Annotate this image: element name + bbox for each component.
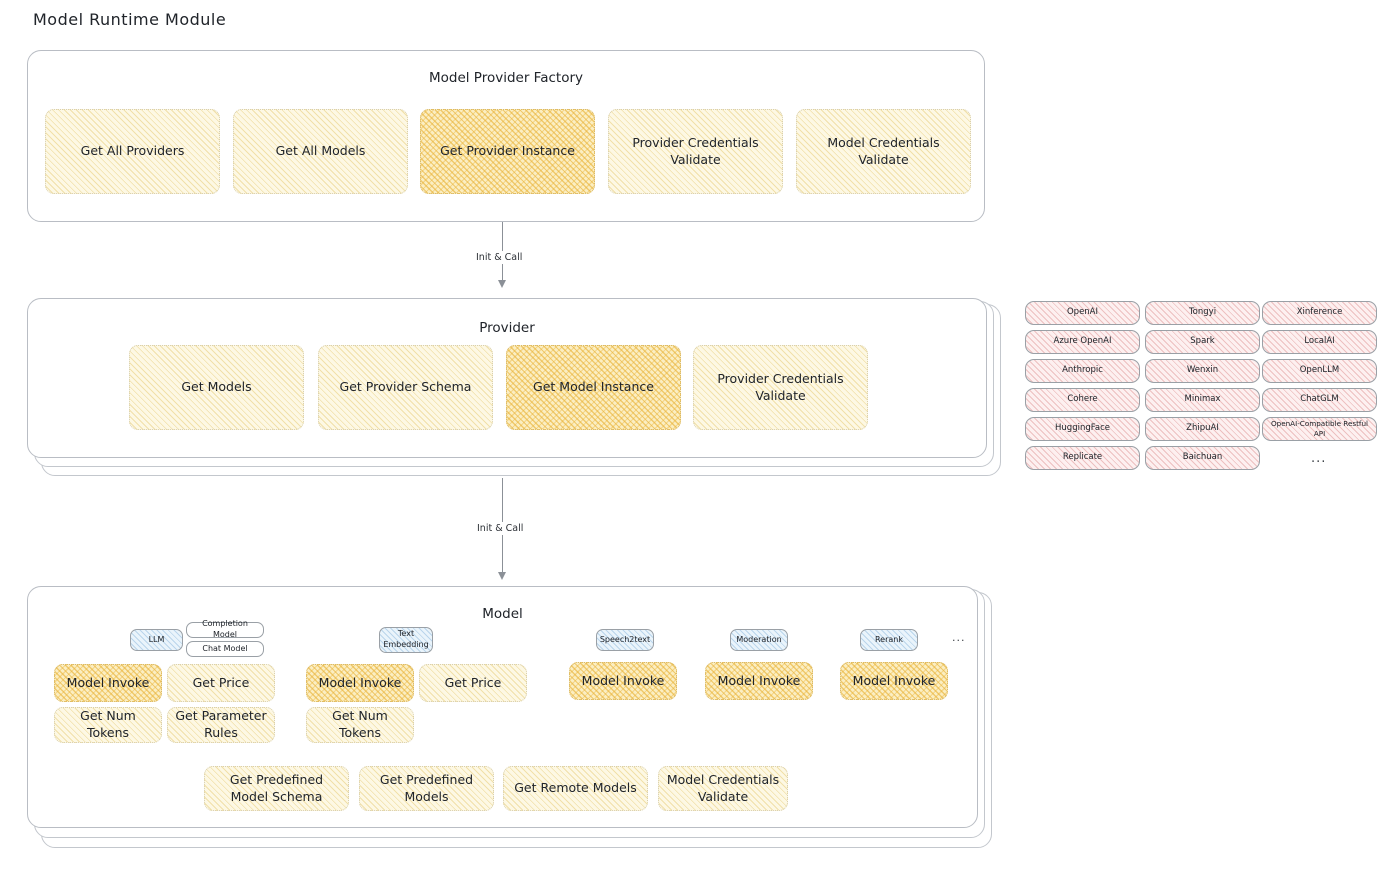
node-get-predefined-models[interactable]: Get Predefined Models [359, 766, 494, 811]
model-card: Model LLM Completion Model Chat Model Mo… [27, 586, 978, 828]
arrow-provider-to-model-label: Init & Call [473, 522, 528, 535]
provider-chip-openllm[interactable]: OpenLLM [1262, 359, 1377, 383]
factory-title: Model Provider Factory [428, 70, 583, 86]
node-llm-get-parameter-rules[interactable]: Get Parameter Rules [167, 707, 275, 743]
node-provider-credentials-validate-2[interactable]: Provider Credentials Validate [693, 345, 868, 430]
node-get-provider-schema[interactable]: Get Provider Schema [318, 345, 493, 430]
model-title: Model [482, 606, 523, 622]
provider-list-more-ellipsis: ... [1311, 451, 1327, 466]
node-get-all-models[interactable]: Get All Models [233, 109, 408, 194]
provider-chip-xinference[interactable]: Xinference [1262, 301, 1377, 325]
badge-text-embedding[interactable]: Text Embedding [379, 627, 433, 653]
badge-rerank[interactable]: Rerank [860, 629, 918, 651]
node-llm-get-price[interactable]: Get Price [167, 664, 275, 702]
node-llm-get-num-tokens[interactable]: Get Num Tokens [54, 707, 162, 743]
provider-chip-localai[interactable]: LocalAI [1262, 330, 1377, 354]
provider-chip-baichuan[interactable]: Baichuan [1145, 446, 1260, 470]
badge-chat-model[interactable]: Chat Model [186, 641, 264, 657]
model-provider-factory-card: Model Provider Factory Get All Providers… [27, 50, 985, 222]
node-get-predefined-model-schema[interactable]: Get Predefined Model Schema [204, 766, 349, 811]
provider-chip-replicate[interactable]: Replicate [1025, 446, 1140, 470]
provider-chip-spark[interactable]: Spark [1145, 330, 1260, 354]
node-text-embedding-get-num-tokens[interactable]: Get Num Tokens [306, 707, 414, 743]
provider-card: Provider Get Models Get Provider Schema … [27, 298, 987, 458]
provider-chip-azure-openai[interactable]: Azure OpenAI [1025, 330, 1140, 354]
badge-completion-model[interactable]: Completion Model [186, 619, 264, 639]
node-text-embedding-get-price[interactable]: Get Price [419, 664, 527, 702]
provider-chip-huggingface[interactable]: HuggingFace [1025, 417, 1140, 441]
node-get-remote-models[interactable]: Get Remote Models [503, 766, 648, 811]
node-get-all-providers[interactable]: Get All Providers [45, 109, 220, 194]
model-types-more-ellipsis: ... [952, 631, 966, 644]
arrow-factory-to-provider-head [498, 280, 506, 288]
arrow-provider-to-model-head [498, 572, 506, 580]
provider-chip-anthropic[interactable]: Anthropic [1025, 359, 1140, 383]
provider-chip-cohere[interactable]: Cohere [1025, 388, 1140, 412]
node-provider-credentials-validate[interactable]: Provider Credentials Validate [608, 109, 783, 194]
provider-chip-openai-compatible-restful-api[interactable]: OpenAI-Compatible Restful API [1262, 417, 1377, 441]
badge-llm[interactable]: LLM [130, 629, 183, 651]
node-text-embedding-model-invoke[interactable]: Model Invoke [306, 664, 414, 702]
provider-chip-minimax[interactable]: Minimax [1145, 388, 1260, 412]
badge-moderation[interactable]: Moderation [730, 629, 788, 651]
arrow-factory-to-provider-label: Init & Call [472, 251, 527, 264]
badge-speech2text[interactable]: Speech2text [596, 629, 654, 651]
provider-title: Provider [479, 320, 535, 336]
node-model-credentials-validate-2[interactable]: Model Credentials Validate [658, 766, 788, 811]
node-model-credentials-validate[interactable]: Model Credentials Validate [796, 109, 971, 194]
node-llm-model-invoke[interactable]: Model Invoke [54, 664, 162, 702]
provider-chip-tongyi[interactable]: Tongyi [1145, 301, 1260, 325]
node-get-provider-instance[interactable]: Get Provider Instance [420, 109, 595, 194]
provider-chip-chatglm[interactable]: ChatGLM [1262, 388, 1377, 412]
node-speech2text-model-invoke[interactable]: Model Invoke [569, 662, 677, 700]
provider-chip-openai[interactable]: OpenAI [1025, 301, 1140, 325]
provider-chip-zhipuai[interactable]: ZhipuAI [1145, 417, 1260, 441]
node-get-model-instance[interactable]: Get Model Instance [506, 345, 681, 430]
node-moderation-model-invoke[interactable]: Model Invoke [705, 662, 813, 700]
page-title: Model Runtime Module [33, 10, 227, 29]
provider-chip-wenxin[interactable]: Wenxin [1145, 359, 1260, 383]
node-rerank-model-invoke[interactable]: Model Invoke [840, 662, 948, 700]
node-get-models[interactable]: Get Models [129, 345, 304, 430]
